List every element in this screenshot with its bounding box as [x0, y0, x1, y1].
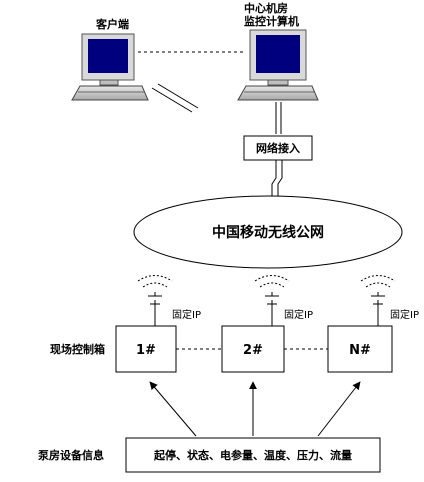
mobile-network-cloud	[133, 195, 403, 269]
antenna-icon-2	[254, 275, 290, 326]
fixed-ip-label-1: 固定IP	[172, 308, 201, 321]
pump-info-label: 泵房设备信息	[38, 448, 104, 462]
center-label-line2: 监控计算机	[244, 14, 299, 28]
antenna-icon-3	[360, 275, 396, 326]
station-label-1: 1#	[136, 343, 156, 358]
arrow-to-station-n	[317, 381, 361, 437]
arrow-to-station-1	[149, 381, 197, 437]
station-label-2: 2#	[243, 343, 263, 358]
station-box-3	[327, 325, 393, 373]
station-box-2	[221, 325, 285, 373]
center-computer-icon	[237, 29, 319, 101]
signals-label: 起停、状态、电参量、温度、压力、流量	[153, 448, 352, 462]
network-access-label: 网络接入	[256, 141, 300, 155]
fixed-ip-label-2: 固定IP	[284, 308, 313, 321]
client-diagonal-link-b	[157, 83, 199, 109]
signals-box	[125, 437, 381, 473]
station-label-3: N#	[349, 343, 371, 358]
client-diagonal-link-a	[151, 87, 193, 113]
antenna-icon-1	[137, 275, 173, 326]
fixed-ip-label-3: 固定IP	[390, 308, 419, 321]
center-label-line1: 中心机房	[244, 1, 288, 15]
access-to-cloud-line-b	[277, 160, 283, 196]
access-to-cloud-line-a	[271, 160, 277, 196]
network-access-box	[243, 135, 313, 161]
field-box-label: 现场控制箱	[50, 342, 105, 356]
cloud-label: 中国移动无线公网	[212, 224, 324, 241]
client-label: 客户端	[95, 17, 129, 31]
client-computer-icon	[71, 33, 149, 101]
